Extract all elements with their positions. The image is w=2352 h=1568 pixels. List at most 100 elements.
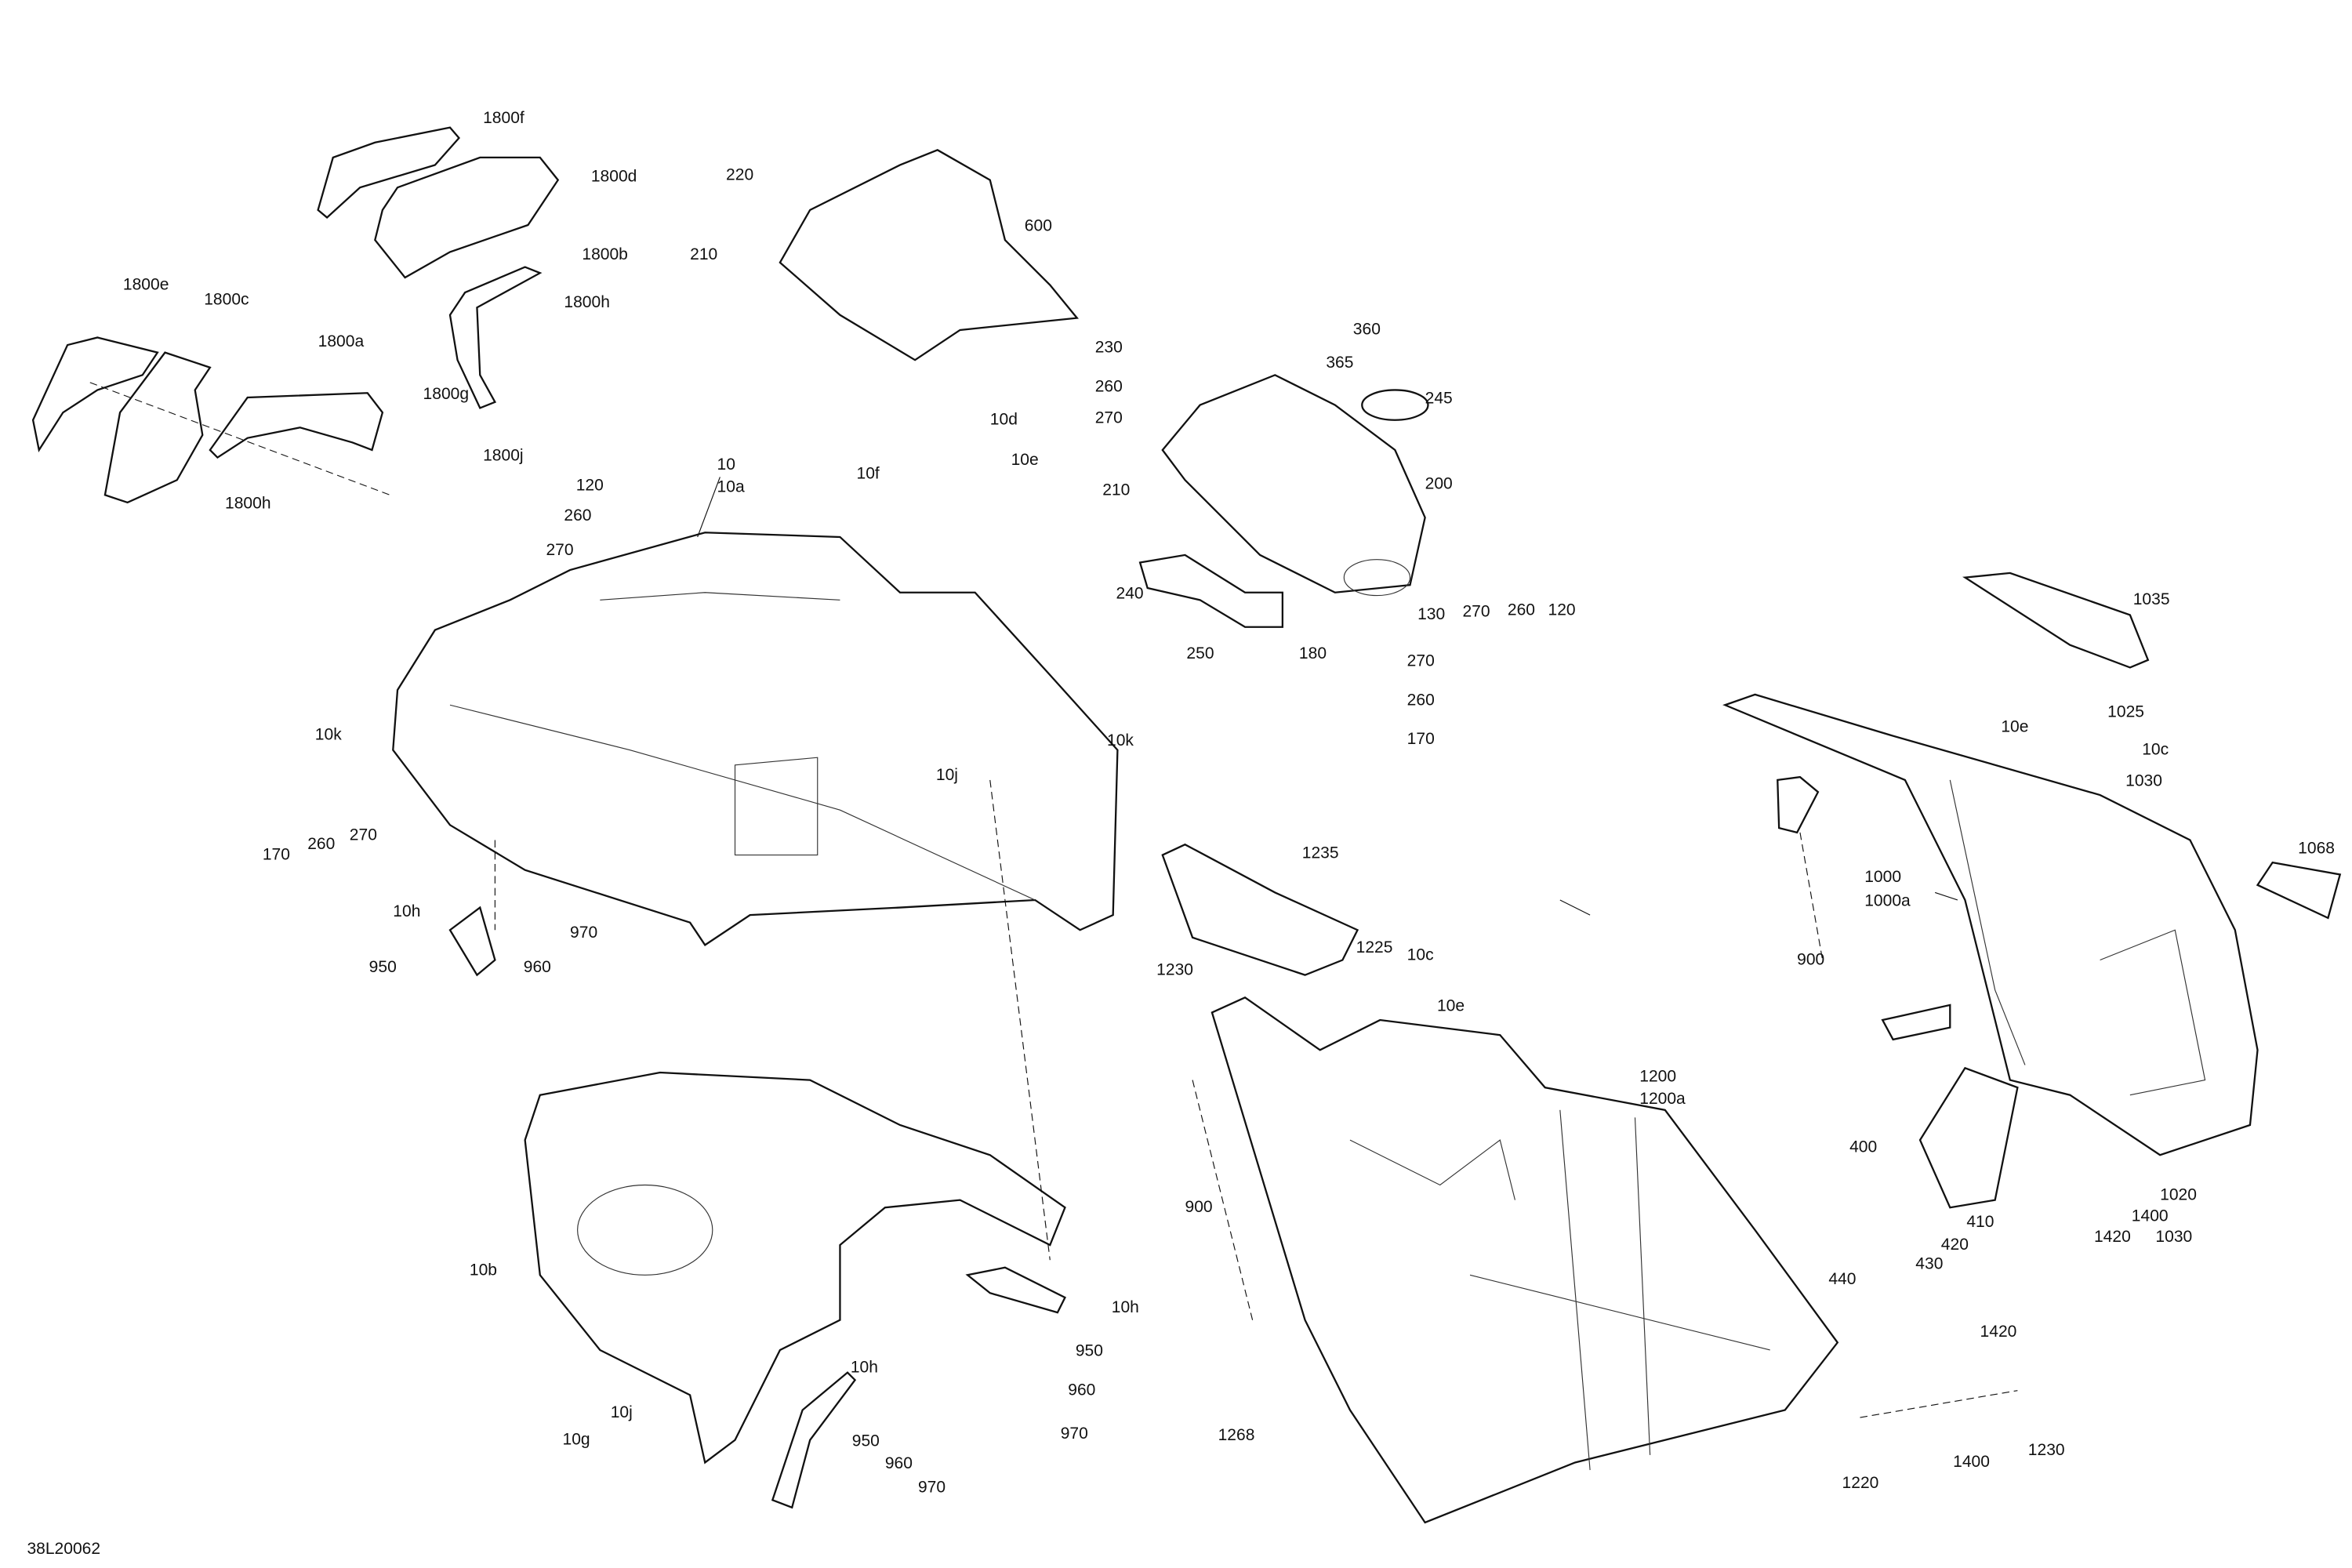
part-1800e: [31, 336, 159, 453]
callout-label[interactable]: 1200a: [1639, 1090, 1686, 1109]
callout-label[interactable]: 410: [1966, 1213, 1994, 1232]
callout-label[interactable]: 260: [564, 506, 592, 525]
callout-label[interactable]: 1800h: [564, 294, 610, 312]
callout-label[interactable]: 120: [1548, 601, 1576, 620]
callout-label[interactable]: 1800f: [483, 109, 524, 128]
callout-label[interactable]: 270: [1406, 652, 1435, 671]
part-1800a: [209, 392, 384, 459]
callout-label[interactable]: 1800c: [204, 291, 249, 310]
callout-label[interactable]: 10c: [1406, 946, 1434, 965]
callout-label[interactable]: 600: [1024, 217, 1052, 236]
callout-label[interactable]: 270: [546, 541, 574, 560]
part-900-upper: [1777, 775, 1820, 834]
callout-label[interactable]: 1230: [2027, 1441, 2065, 1460]
part-1800c: [103, 351, 212, 504]
callout-label[interactable]: 1020: [2160, 1186, 2197, 1205]
callout-label[interactable]: 1030: [2155, 1228, 2193, 1247]
callout-label[interactable]: 10g: [562, 1431, 590, 1450]
callout-label[interactable]: 210: [690, 245, 718, 264]
callout-label[interactable]: 1000a: [1864, 892, 1911, 911]
callout-label[interactable]: 10h: [393, 902, 421, 921]
callout-label[interactable]: 220: [726, 166, 754, 185]
callout-label[interactable]: 1200: [1639, 1068, 1677, 1087]
part-1800b: [448, 266, 543, 409]
callout-label[interactable]: 420: [1940, 1236, 1969, 1254]
callout-label[interactable]: 10b: [469, 1261, 497, 1280]
callout-label[interactable]: 130: [1417, 605, 1446, 624]
callout-label[interactable]: 1225: [1356, 938, 1393, 957]
callout-label[interactable]: 1800d: [590, 168, 637, 187]
callout-label[interactable]: 10d: [989, 411, 1018, 430]
callout-label[interactable]: 10: [717, 456, 735, 474]
callout-label[interactable]: 260: [1507, 601, 1535, 620]
callout-label[interactable]: 230: [1094, 339, 1123, 358]
callout-label[interactable]: 10e: [1436, 997, 1465, 1016]
callout-label[interactable]: 10h: [850, 1359, 878, 1377]
callout-label[interactable]: 1068: [2298, 840, 2336, 858]
callout-label[interactable]: 430: [1915, 1255, 1944, 1274]
callout-label[interactable]: 440: [1828, 1270, 1857, 1289]
callout-label[interactable]: 240: [1116, 585, 1144, 604]
callout-label[interactable]: 10k: [1107, 731, 1134, 750]
callout-label[interactable]: 10e: [2001, 718, 2029, 737]
callout-label[interactable]: 180: [1298, 644, 1327, 663]
callout-label[interactable]: 245: [1425, 390, 1453, 408]
callout-label[interactable]: 270: [349, 826, 377, 845]
callout-label[interactable]: 10k: [314, 726, 342, 744]
callout-label[interactable]: 270: [1094, 409, 1123, 428]
callout-label[interactable]: 1220: [1842, 1474, 1879, 1493]
callout-label[interactable]: 1268: [1218, 1426, 1255, 1445]
callout-label[interactable]: 1025: [2107, 703, 2145, 722]
callout-label[interactable]: 400: [1849, 1138, 1878, 1157]
callout-label[interactable]: 950: [368, 958, 397, 977]
callout-label[interactable]: 365: [1326, 354, 1354, 372]
callout-label[interactable]: 1800j: [483, 447, 524, 466]
callout-label[interactable]: 260: [1094, 378, 1123, 397]
callout-label[interactable]: 360: [1352, 321, 1381, 339]
callout-label[interactable]: 970: [1060, 1425, 1088, 1443]
callout-label[interactable]: 970: [570, 924, 598, 942]
callout-label[interactable]: 1400: [2131, 1207, 2169, 1226]
callout-label[interactable]: 10j: [935, 766, 959, 785]
callout-label[interactable]: 250: [1186, 644, 1214, 663]
callout-label[interactable]: 960: [523, 958, 551, 977]
callout-label[interactable]: 960: [1068, 1381, 1096, 1400]
callout-label[interactable]: 10j: [610, 1403, 633, 1422]
callout-label[interactable]: 900: [1797, 951, 1825, 969]
callout-label[interactable]: 1000: [1864, 868, 1902, 887]
part-240: [1138, 554, 1284, 628]
callout-label[interactable]: 970: [917, 1479, 946, 1497]
callout-label[interactable]: 10e: [1011, 451, 1039, 470]
callout-label[interactable]: 260: [1406, 691, 1435, 710]
callout-label[interactable]: 1800e: [122, 276, 169, 295]
callout-label[interactable]: 10c: [2142, 741, 2169, 760]
callout-label[interactable]: 1800a: [318, 332, 365, 351]
callout-label[interactable]: 1230: [1156, 961, 1194, 980]
callout-label[interactable]: 1030: [2125, 772, 2162, 791]
callout-label[interactable]: 1800b: [582, 245, 628, 264]
callout-label[interactable]: 120: [575, 477, 604, 495]
callout-label[interactable]: 950: [851, 1432, 880, 1451]
callout-label[interactable]: 1400: [1953, 1453, 1990, 1472]
callout-label[interactable]: 10f: [856, 465, 880, 484]
part-10h-bracket-c: [448, 906, 496, 977]
callout-label[interactable]: 1235: [1301, 844, 1339, 863]
callout-label[interactable]: 10a: [717, 478, 745, 497]
callout-label[interactable]: 260: [307, 835, 336, 854]
callout-label[interactable]: 1800g: [423, 385, 470, 404]
callout-label[interactable]: 1420: [2093, 1228, 2131, 1247]
part-245: [1361, 389, 1429, 421]
callout-label[interactable]: 1420: [1980, 1323, 2017, 1341]
callout-label[interactable]: 210: [1102, 481, 1131, 500]
callout-label[interactable]: 950: [1075, 1342, 1103, 1361]
part-900-lower: [1881, 1004, 1951, 1041]
callout-label[interactable]: 10h: [1111, 1298, 1139, 1317]
callout-label[interactable]: 170: [1406, 730, 1435, 749]
callout-label[interactable]: 1800h: [224, 495, 271, 514]
callout-label[interactable]: 900: [1185, 1198, 1213, 1217]
callout-label[interactable]: 1035: [2132, 590, 2170, 609]
callout-label[interactable]: 200: [1425, 475, 1453, 494]
callout-label[interactable]: 960: [884, 1454, 913, 1473]
callout-label[interactable]: 270: [1462, 603, 1490, 622]
callout-label[interactable]: 170: [262, 846, 290, 865]
